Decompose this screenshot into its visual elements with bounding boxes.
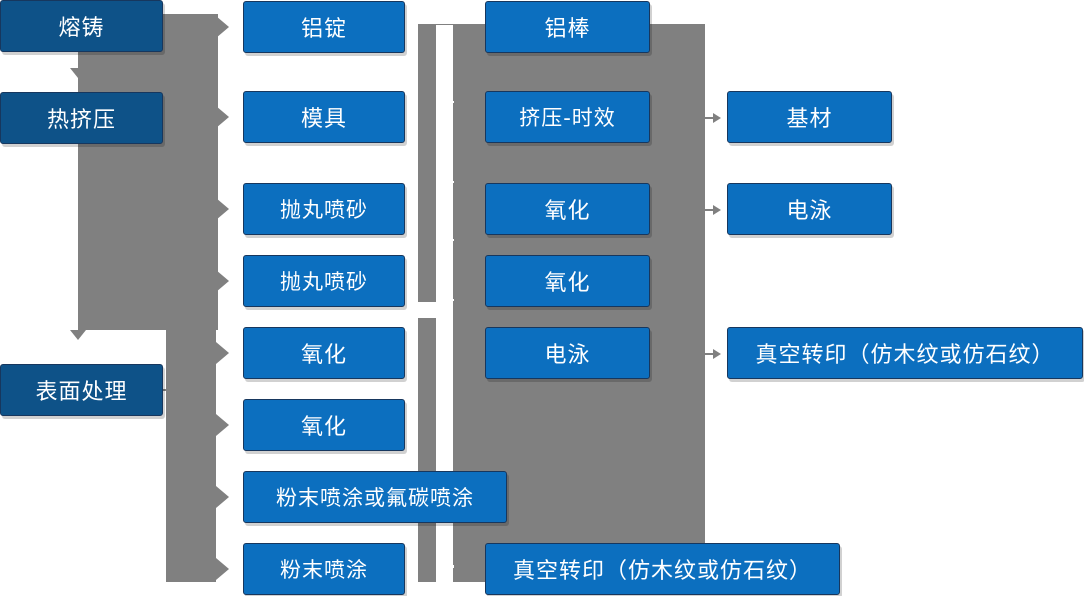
gray-arrow-to-p1-1 bbox=[216, 16, 229, 38]
gray-bracket-spine bbox=[418, 24, 436, 302]
stage-box-surface-treatment[interactable]: 表面处理 bbox=[0, 364, 163, 416]
process-box-extrusion-aging[interactable]: 挤压-时效 bbox=[485, 91, 650, 143]
process-box-aluminum-bar[interactable]: 铝棒 bbox=[485, 1, 650, 53]
bracket-gap-bottom bbox=[436, 540, 453, 582]
output-box-vacuum-transfer-printing[interactable]: 真空转印（仿木纹或仿石纹） bbox=[727, 327, 1083, 379]
bracket-gap-mid bbox=[436, 25, 453, 302]
chevron-down-to-hot-extrusion bbox=[70, 68, 86, 78]
gray-bracket-spine-lower bbox=[418, 318, 436, 582]
process-box-oxidation-3[interactable]: 氧化 bbox=[485, 183, 650, 235]
stage-box-hot-extrusion[interactable]: 热挤压 bbox=[0, 92, 163, 144]
output-box-electrophoresis[interactable]: 电泳 bbox=[727, 183, 892, 235]
gray-arrow-to-p1-3 bbox=[216, 198, 229, 220]
bracket-tick-6 bbox=[436, 565, 454, 567]
bracket-gap-lower bbox=[436, 302, 453, 318]
connector-to-out-2 bbox=[703, 209, 715, 211]
process-box-oxidation-2[interactable]: 氧化 bbox=[243, 399, 405, 451]
stage-box-melting-casting[interactable]: 熔铸 bbox=[0, 0, 163, 52]
process-box-electrophoresis-1[interactable]: 电泳 bbox=[485, 327, 650, 379]
process-box-shot-blasting-1[interactable]: 抛丸喷砂 bbox=[243, 183, 405, 235]
arrow-head-out-1 bbox=[713, 113, 721, 123]
connector-to-out-3 bbox=[703, 353, 715, 355]
process-box-vacuum-transfer-printing-1[interactable]: 真空转印（仿木纹或仿石纹） bbox=[485, 543, 840, 595]
gray-arrow-to-p1-8 bbox=[216, 558, 229, 580]
chevron-down-to-surface-treatment bbox=[70, 330, 86, 340]
process-box-powder-or-fluorocarbon-coating[interactable]: 粉末喷涂或氟碳喷涂 bbox=[243, 471, 507, 523]
connector-to-out-1 bbox=[703, 117, 715, 119]
output-box-substrate[interactable]: 基材 bbox=[727, 91, 892, 143]
process-box-oxidation-1[interactable]: 氧化 bbox=[243, 327, 405, 379]
gray-arrow-to-p1-4 bbox=[216, 270, 229, 292]
arrow-head-out-3 bbox=[713, 349, 721, 359]
process-box-oxidation-4[interactable]: 氧化 bbox=[485, 255, 650, 307]
process-box-powder-coating[interactable]: 粉末喷涂 bbox=[243, 543, 405, 595]
gray-arrow-to-p1-6 bbox=[216, 414, 229, 436]
gray-trunk-left-upper bbox=[78, 14, 218, 330]
process-box-mould[interactable]: 模具 bbox=[243, 91, 405, 143]
gray-arrow-to-p1-2 bbox=[216, 106, 229, 128]
gray-arrow-to-p1-7 bbox=[216, 486, 229, 508]
process-box-shot-blasting-2[interactable]: 抛丸喷砂 bbox=[243, 255, 405, 307]
arrow-head-out-2 bbox=[713, 205, 721, 215]
connector-surface-to-trunk bbox=[163, 389, 187, 391]
process-box-aluminum-ingot[interactable]: 铝锭 bbox=[243, 1, 405, 53]
gray-arrow-to-p1-5 bbox=[216, 342, 229, 364]
